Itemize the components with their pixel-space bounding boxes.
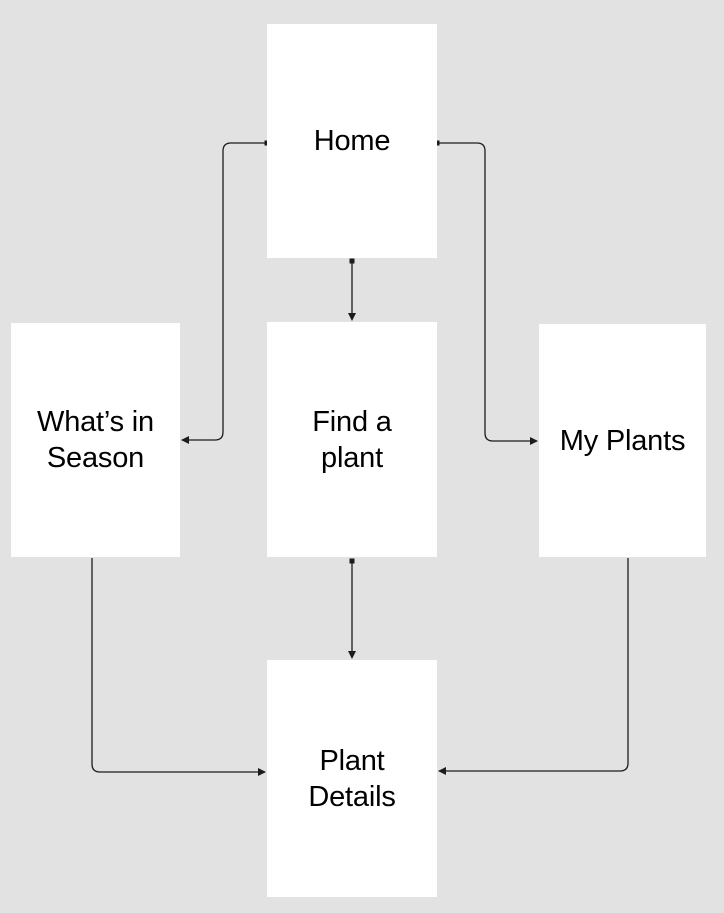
arrowhead-icon — [530, 437, 538, 445]
node-label-home: Home — [313, 125, 391, 157]
arrowhead-icon — [348, 313, 356, 321]
node-label-whats-in-season: What’s in Season — [37, 406, 154, 474]
connector-home-to-my-plants — [434, 140, 538, 445]
arrowhead-icon — [348, 651, 356, 659]
connector-home-to-whats-in-season — [181, 140, 270, 444]
arrowhead-icon — [258, 768, 266, 776]
node-my-plants[interactable]: My Plants — [539, 324, 706, 557]
node-home[interactable]: Home — [267, 24, 437, 258]
arrowhead-icon — [181, 436, 189, 444]
node-label-my-plants: My Plants — [559, 424, 686, 457]
connector-start-dot — [349, 258, 355, 264]
node-plant-details[interactable]: Plant Details — [267, 660, 437, 897]
connector-home-to-find-a-plant — [348, 258, 356, 321]
connector-whats-in-season-to-plant-details — [91, 558, 266, 776]
connector-find-a-plant-to-plant-details — [348, 558, 356, 659]
connector-start-dot — [349, 558, 355, 564]
node-find-a-plant[interactable]: Find a plant — [267, 322, 437, 557]
node-label-find-a-plant: Find a plant — [312, 405, 392, 474]
node-label-plant-details: Plant Details — [308, 744, 396, 813]
connector-my-plants-to-plant-details — [438, 558, 629, 775]
node-whats-in-season[interactable]: What’s in Season — [11, 323, 180, 557]
arrowhead-icon — [438, 767, 446, 775]
